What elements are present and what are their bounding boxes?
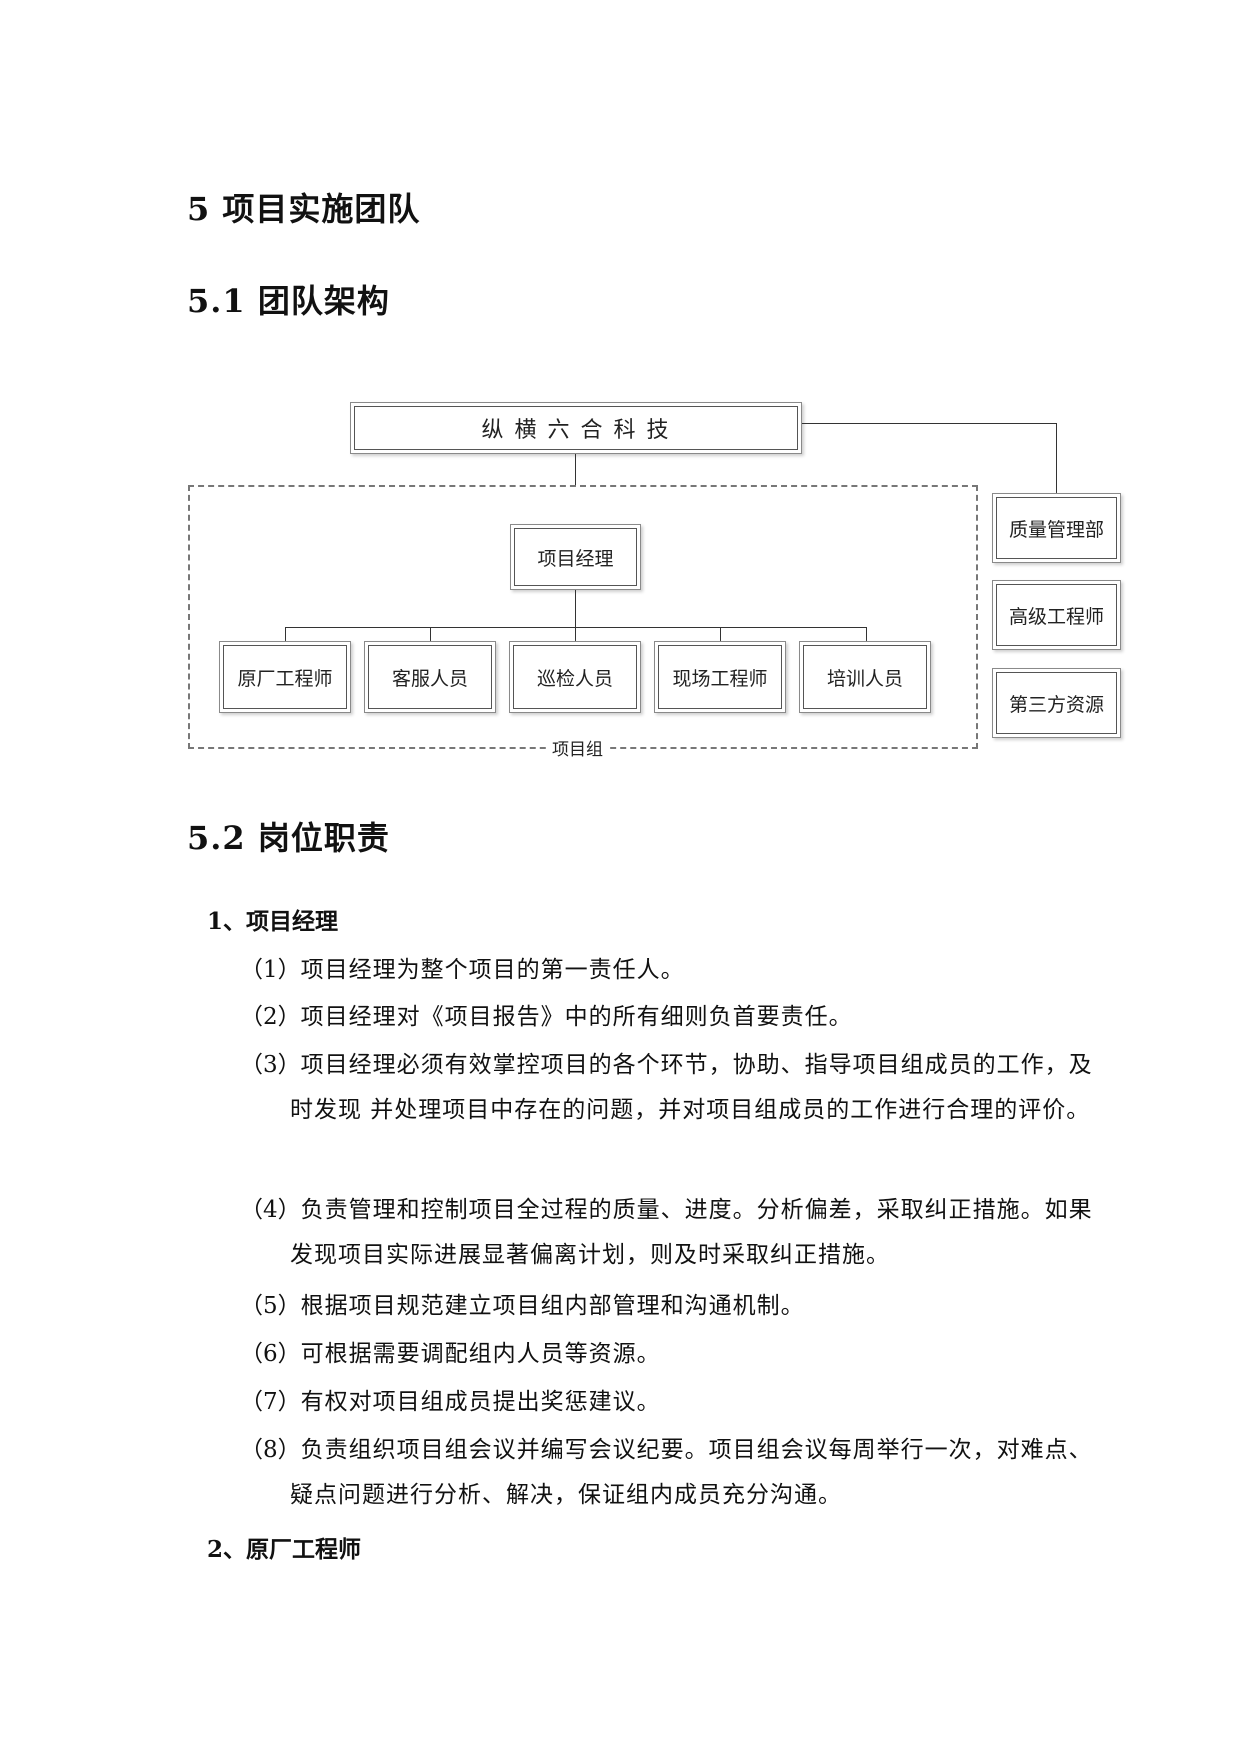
org-member-box: 培训人员 [799,641,931,713]
org-member-box: 巡检人员 [509,641,641,713]
duty-item: （8）负责组织项目组会议并编写会议纪要。项目组会议每周举行一次，对难点、疑点问题… [240,1437,1093,1508]
subsection-title: 2、原厂工程师 [207,1536,362,1563]
org-connector [802,423,1056,424]
section-heading-5: 5 项目实施团队 [187,190,421,228]
duty-item: （6）可根据需要调配组内人员等资源。 [240,1341,661,1367]
duty-item: （4）负责管理和控制项目全过程的质量、进度。分析偏差，采取纠正措施。如果发现项目… [240,1197,1093,1268]
org-connector [866,627,867,642]
subsection-title: 1、项目经理 [207,908,339,935]
org-member-box: 现场工程师 [654,641,786,713]
org-manager-box: 项目经理 [510,524,641,590]
org-company-box: 纵 横 六 合 科 技 [350,402,802,454]
section-heading-5-2: 5.2 岗位职责 [187,819,390,857]
org-member-box: 客服人员 [364,641,496,713]
org-connector [575,454,576,486]
duty-item: （5）根据项目规范建立项目组内部管理和沟通机制。 [240,1293,805,1319]
duty-item: （2）项目经理对《项目报告》中的所有细则负首要责任。 [240,1004,853,1030]
org-connector [285,627,286,642]
org-side-box: 第三方资源 [992,668,1121,738]
duty-item: （3）项目经理必须有效掌控项目的各个环节，协助、指导项目组成员的工作，及时发现 … [240,1052,1093,1123]
org-connector [575,590,576,628]
section-heading-5-1: 5.1 团队架构 [187,282,390,320]
org-member-box: 原厂工程师 [219,641,351,713]
org-connector [1056,423,1057,493]
org-connector [575,627,576,642]
org-connector [430,627,431,642]
project-group-label: 项目组 [548,740,607,760]
duty-item: （7）有权对项目组成员提出奖惩建议。 [240,1389,661,1415]
duty-item: （1）项目经理为整个项目的第一责任人。 [240,957,685,983]
org-side-box: 质量管理部 [992,493,1121,563]
org-connector [720,627,721,642]
org-side-box: 高级工程师 [992,580,1121,650]
